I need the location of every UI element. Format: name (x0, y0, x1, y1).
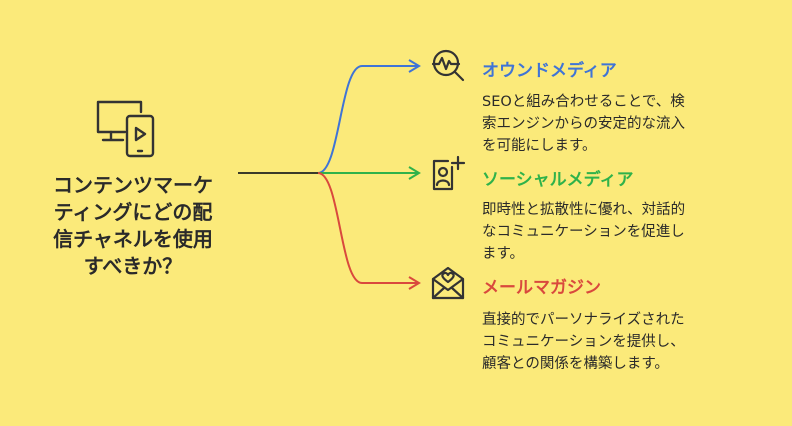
arrowhead-newsletter (408, 276, 421, 290)
search-pulse-icon (431, 49, 465, 82)
arrowhead-owned-media (408, 59, 421, 73)
arrowhead-social-media (408, 166, 421, 180)
connector-owned-media (317, 65, 418, 174)
devices-play-icon (96, 100, 155, 158)
heart-mail-icon (431, 266, 465, 300)
branch-title-social-media: ソーシャルメディア (482, 170, 634, 190)
branch-desc-owned-media: SEOと組み合わせることで、検 索エンジンからの安定的な流入 を可能にします。 (482, 94, 685, 154)
branch-desc-newsletter: 直接的でパーソナライズされた コミュニケーションを提供し、 顧客との関係を構築し… (482, 312, 685, 372)
connector-newsletter (317, 172, 418, 284)
branch-title-owned-media: オウンドメディア (482, 61, 617, 81)
central-question: コンテンツマーケ ティングにどの配 信チャネルを使用 すべきか？ (53, 173, 213, 278)
branch-title-newsletter: メールマガジン (482, 278, 601, 298)
user-add-icon (432, 155, 466, 191)
branch-desc-social-media: 即時性と拡散性に優れ、対話的 なコミュニケーションを促進し ます。 (482, 202, 686, 262)
